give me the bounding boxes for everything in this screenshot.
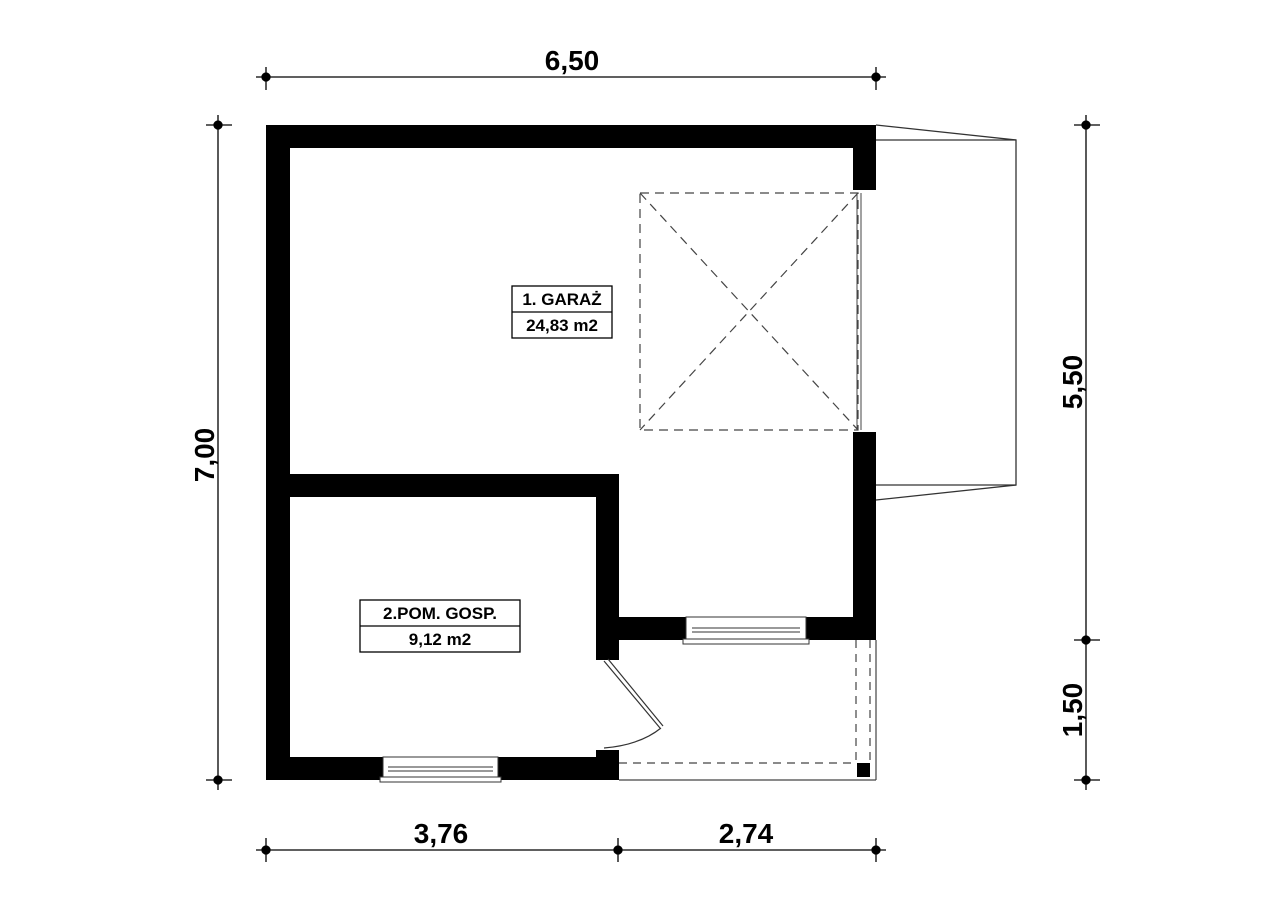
room-area: 9,12 m2: [409, 630, 471, 649]
dimension-right-lower: 1,50: [1057, 683, 1088, 738]
garage-door: [856, 193, 862, 430]
dimension-bottom-right: 2,74: [719, 818, 774, 849]
room-name: 2.POM. GOSP.: [383, 604, 497, 623]
window-utility-room: [379, 756, 502, 783]
window-garage: [682, 616, 810, 645]
terrace: [619, 640, 877, 781]
room-label-garage: 1. GARAŻ 24,83 m2: [511, 285, 613, 339]
room-label-utility: 2.POM. GOSP. 9,12 m2: [359, 599, 521, 653]
dimension-lines: [206, 67, 1100, 862]
dimension-bottom-left: 3,76: [414, 818, 469, 849]
garage-canopy: [875, 124, 1017, 501]
dimension-right-upper: 5,50: [1057, 355, 1088, 410]
dimension-left-height: 7,00: [189, 428, 220, 483]
walls: [266, 125, 876, 780]
room-area: 24,83 m2: [526, 316, 598, 335]
utility-door: [603, 658, 664, 749]
dimension-top-width: 6,50: [545, 45, 600, 76]
terrace-post: [857, 763, 870, 777]
garage-door-swing: [639, 192, 859, 431]
room-name: 1. GARAŻ: [522, 290, 601, 309]
